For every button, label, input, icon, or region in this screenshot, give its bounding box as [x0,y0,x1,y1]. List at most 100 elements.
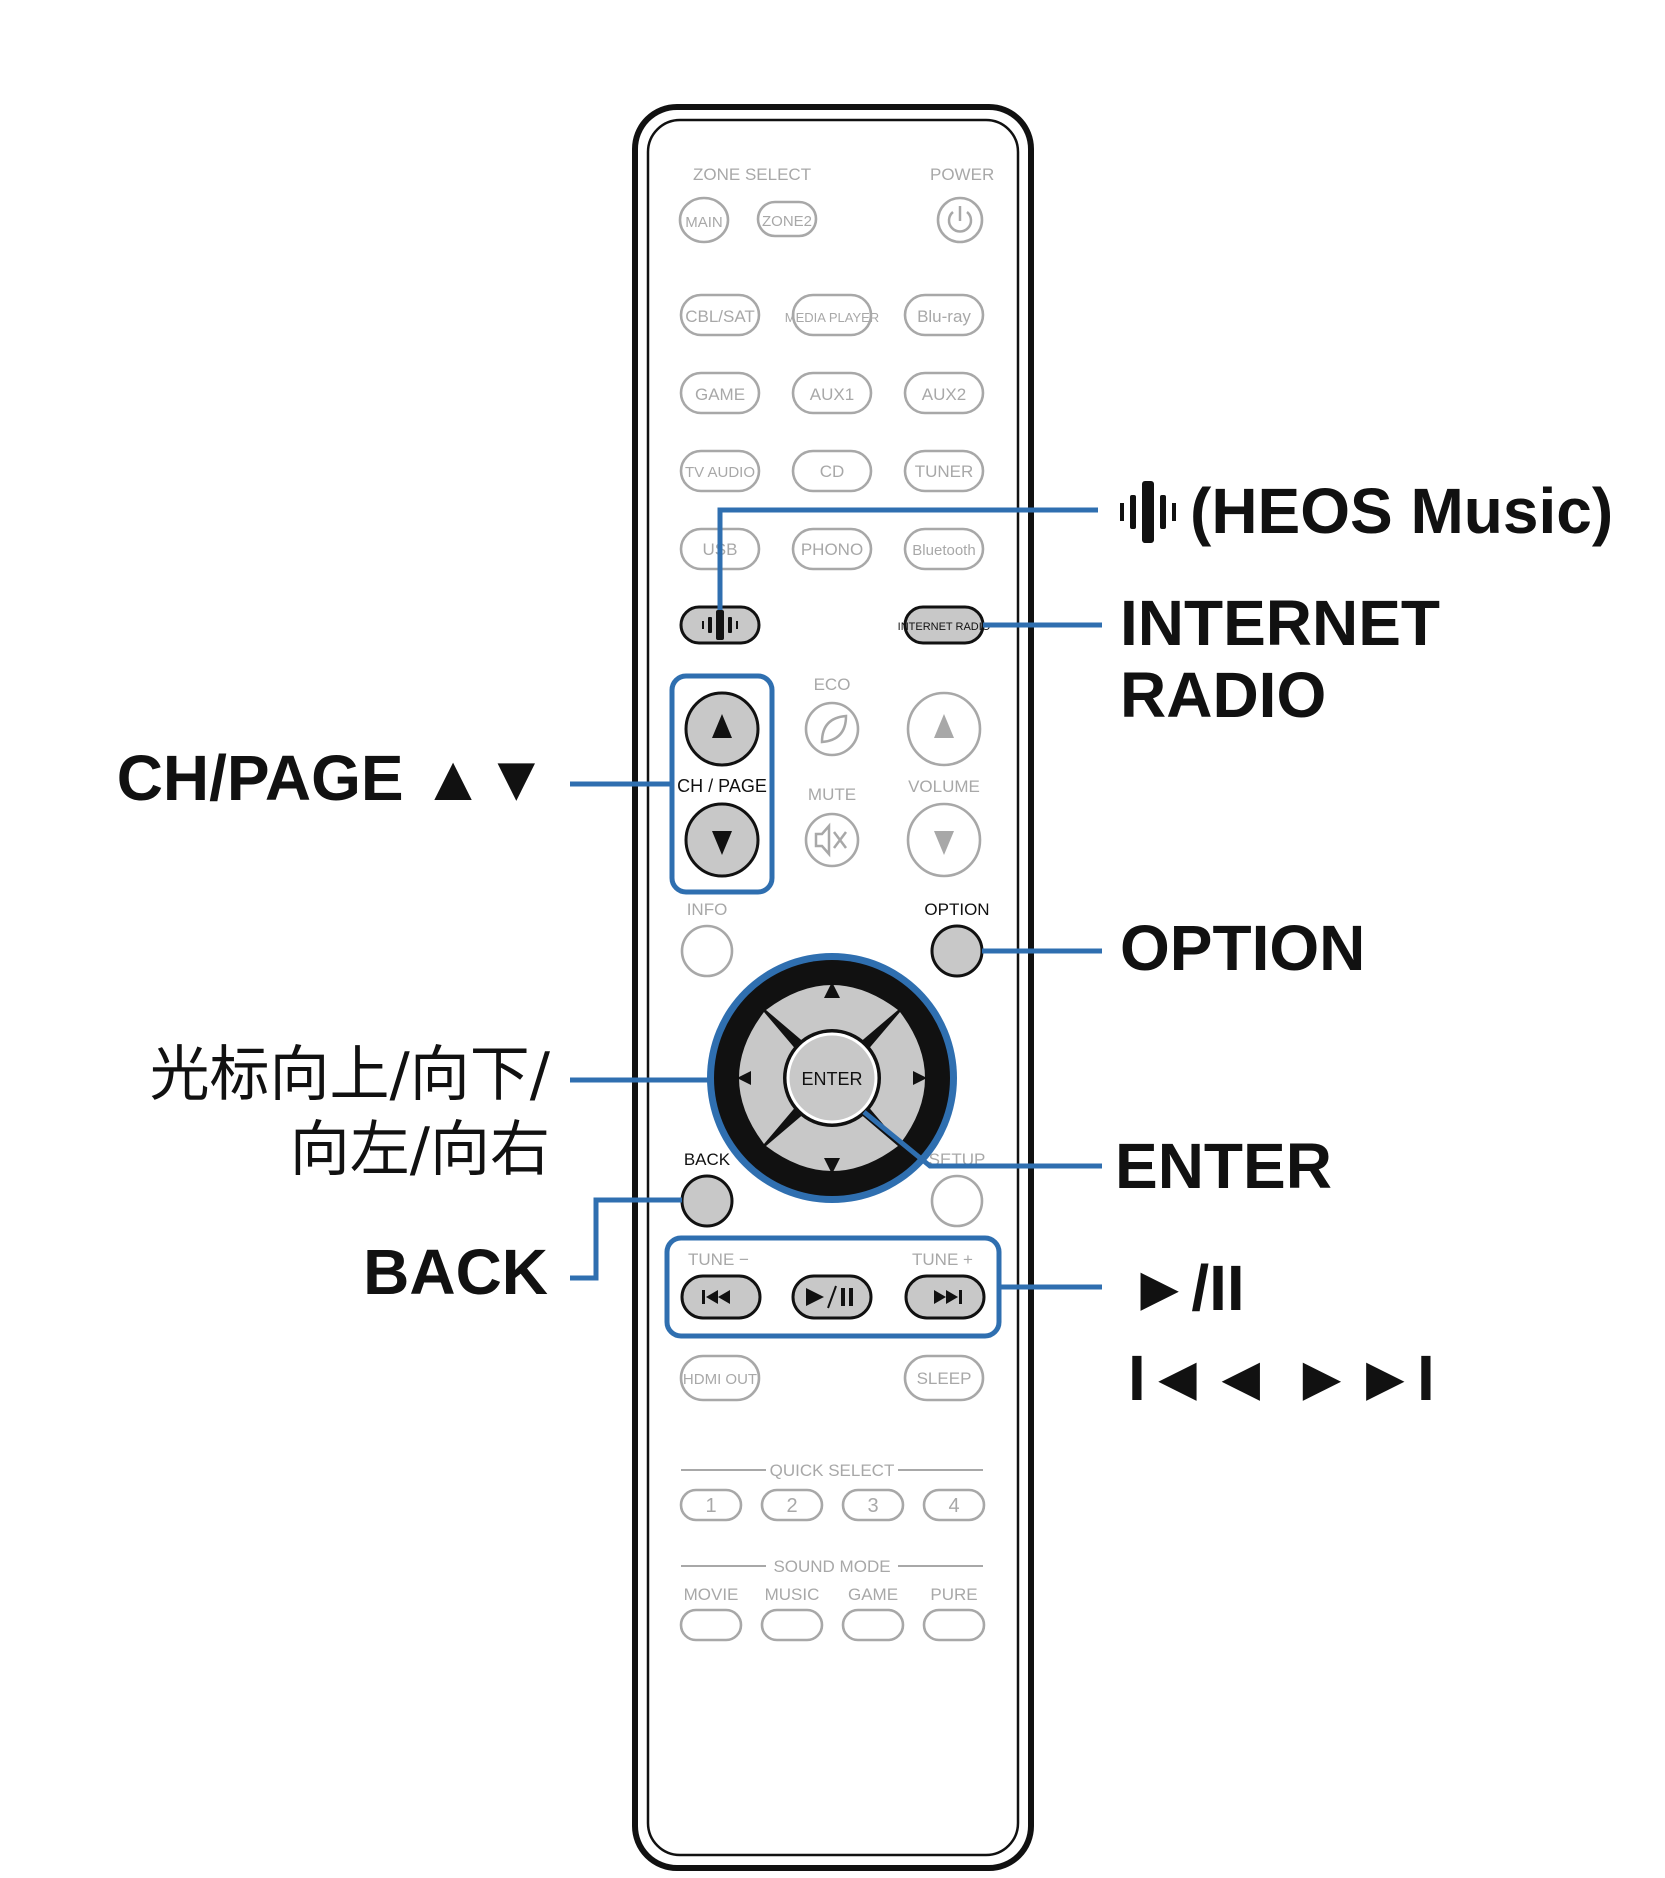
cursor-left-icon [737,1071,751,1085]
main-zone-button[interactable]: MAIN [678,196,730,244]
cbl-sat-label: CBL/SAT [685,307,755,326]
internet-radio-button[interactable]: INTERNET RADIO [898,605,991,645]
chpage-callout: CH/PAGE ▲▼ [117,742,548,814]
quick-select-1-label: 1 [705,1495,716,1517]
option-label: OPTION [924,900,989,919]
phono-label: PHONO [801,540,863,559]
chpage-label: CH / PAGE [677,776,767,796]
internet-radio-button-label: INTERNET RADIO [898,621,991,633]
movie-mode-label: MOVIE [684,1585,739,1604]
mute-button[interactable] [804,812,860,868]
music-mode-label: MUSIC [765,1585,820,1604]
quick-select-2-button[interactable] [760,1488,824,1522]
pure-mode-button[interactable] [922,1608,986,1642]
quick-select-4-button[interactable] [922,1488,986,1522]
game-source-button[interactable] [679,371,761,415]
svg-text:ZONE2: ZONE2 [762,213,812,230]
sleep-label: SLEEP [917,1369,972,1388]
volume-up-icon [934,714,954,738]
next-button[interactable] [904,1274,986,1320]
power-label: POWER [930,165,994,184]
svg-text:MAIN: MAIN [685,214,723,231]
ch-page-up-button[interactable] [684,691,760,767]
enter-button[interactable]: ENTER [783,1029,881,1127]
zone2-button[interactable]: ZONE2 [756,200,818,238]
leaf-icon [820,714,848,744]
volume-down-button[interactable] [906,802,982,878]
cbl-sat-button[interactable] [679,293,761,337]
down-triangle-icon [712,831,732,855]
play-pause-icon [806,1285,853,1309]
enter-callout: ENTER [1115,1130,1332,1202]
aux1-button[interactable] [791,371,873,415]
enter-button-label: ENTER [801,1069,862,1089]
option-callout: OPTION [1120,912,1365,984]
volume-up-button[interactable] [906,691,982,767]
bluetooth-button[interactable] [903,527,985,571]
quick-select-3-label: 3 [867,1495,878,1517]
play-pause-button[interactable] [791,1274,873,1320]
eco-button[interactable] [804,701,860,757]
quick-select-3-button[interactable] [841,1488,905,1522]
back-callout-line [570,1197,682,1281]
back-callout: BACK [363,1236,548,1308]
sound-mode-label: SOUND MODE [773,1557,890,1576]
quick-select-row: 1 2 3 4 [679,1488,986,1522]
tuner-button[interactable] [903,449,985,493]
internet-radio-callout-line1: INTERNET [1120,587,1440,659]
skip-callout: I◄◄ ►►I [1128,1342,1435,1414]
play-pause-callout: ►/II [1128,1252,1245,1324]
ch-page-down-button[interactable] [684,802,760,878]
tuner-label: TUNER [915,462,974,481]
tv-audio-button[interactable] [679,449,761,493]
cd-label: CD [820,462,845,481]
quick-select-1-button[interactable] [679,1488,743,1522]
pure-mode-label: PURE [930,1585,977,1604]
phono-button[interactable] [791,527,873,571]
volume-down-icon [934,831,954,855]
heos-callout-line [717,507,1098,610]
cursor-up-button[interactable] [766,985,898,1044]
info-button[interactable] [680,924,734,978]
bluray-label: Blu-ray [917,307,971,326]
hdmi-out-label: HDMI OUT [683,1371,757,1388]
movie-mode-button[interactable] [679,1608,743,1642]
power-button[interactable] [936,196,984,244]
music-mode-button[interactable] [760,1608,824,1642]
game-mode-label: GAME [848,1585,898,1604]
back-label: BACK [684,1150,731,1169]
option-button[interactable] [930,924,984,978]
cursor-down-icon [824,1158,840,1174]
aux2-label: AUX2 [922,385,966,404]
heos-music-callout: (HEOS Music) [1190,475,1613,547]
media-player-button[interactable] [791,293,873,337]
previous-button[interactable] [680,1274,762,1320]
bluetooth-label: Bluetooth [912,542,975,559]
cursor-down-button[interactable] [766,1112,898,1171]
aux1-label: AUX1 [810,385,854,404]
quick-select-label: QUICK SELECT [770,1461,895,1480]
back-button[interactable] [680,1174,734,1228]
cursor-callout-line2: 向左/向右 [290,1115,550,1185]
zone-select-label: ZONE SELECT [693,165,811,184]
hdmi-out-button[interactable]: HDMI OUT [679,1354,761,1402]
tune-minus-label: TUNE − [688,1250,749,1269]
bluray-button[interactable] [903,293,985,337]
skip-back-icon [702,1290,730,1304]
cursor-callout-line1: 光标向上/向下/ [150,1040,551,1110]
volume-label: VOLUME [908,777,980,796]
cursor-left-button[interactable] [739,1012,798,1144]
tv-audio-label: TV AUDIO [685,464,755,481]
eco-label: ECO [814,675,851,694]
media-player-label: MEDIA PLAYER [785,310,879,325]
sleep-button[interactable]: SLEEP [903,1354,985,1402]
cd-button[interactable] [791,449,873,493]
cursor-right-button[interactable] [866,1012,925,1144]
mute-icon [814,822,847,858]
heos-music-button[interactable] [679,605,761,645]
game-mode-button[interactable] [841,1608,905,1642]
game-source-label: GAME [695,385,745,404]
aux2-button[interactable] [903,371,985,415]
setup-button[interactable] [930,1174,984,1228]
